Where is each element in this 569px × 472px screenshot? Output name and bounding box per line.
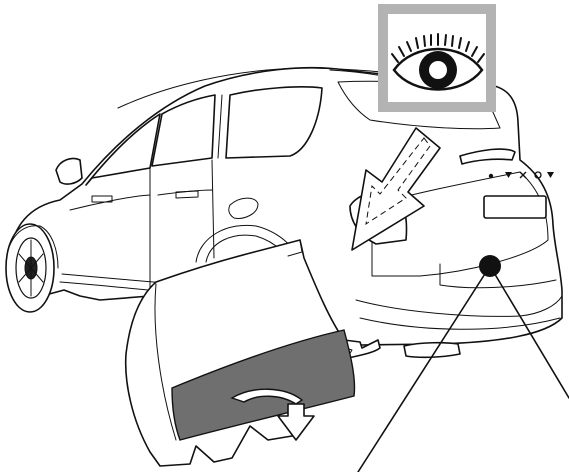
- side-mirror: [56, 158, 82, 184]
- view-indicator: [378, 4, 496, 112]
- middle-window: [152, 95, 215, 166]
- license-plate: [484, 196, 546, 218]
